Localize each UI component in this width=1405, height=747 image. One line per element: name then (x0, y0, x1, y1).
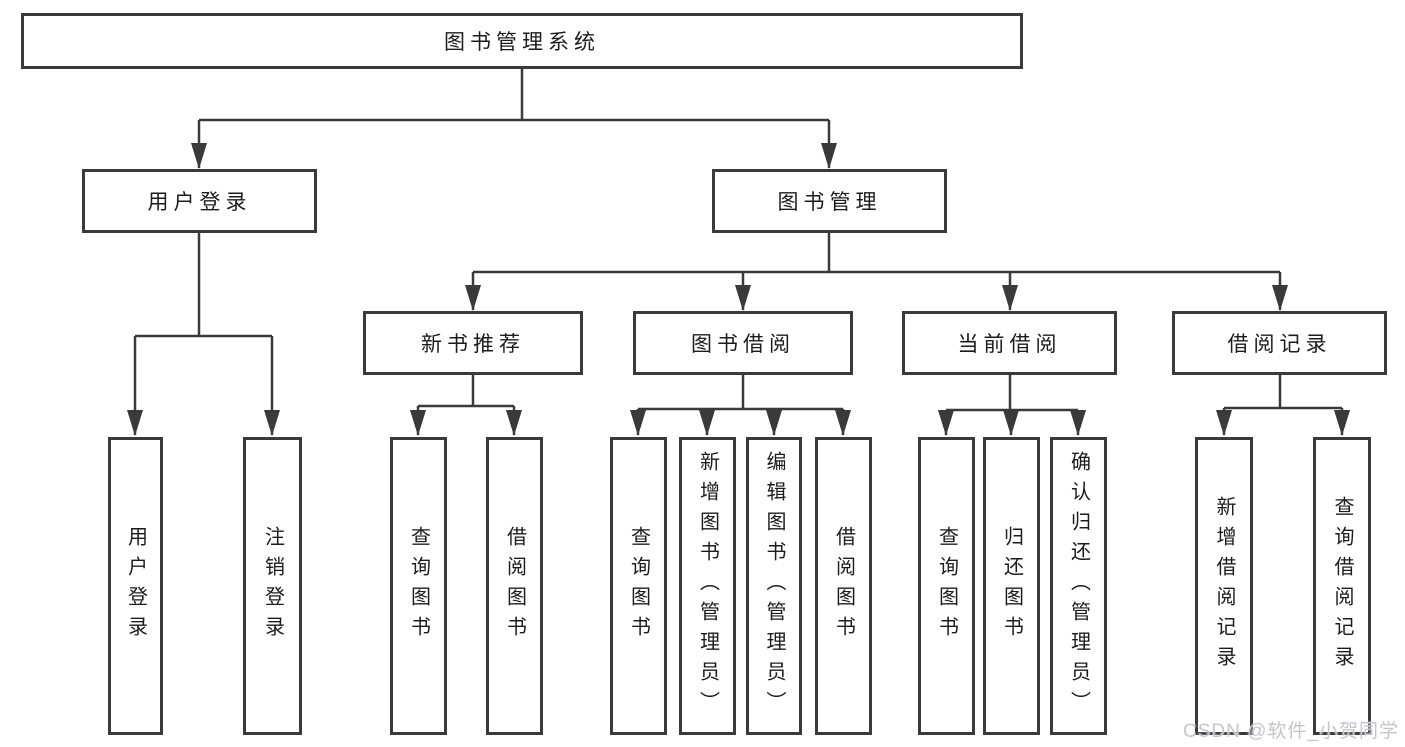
node-book-management: 图书管理 (712, 169, 947, 233)
leaf-confirm-return-admin-label: 确认归还（管理员） (1067, 451, 1090, 721)
connector-book-borrow (638, 375, 843, 411)
leaf-borrow-books-2: 借阅图书 (815, 437, 872, 735)
leaf-return-books: 归还图书 (983, 437, 1040, 735)
leaf-query-books-3: 查询图书 (918, 437, 975, 735)
leaf-return-books-label: 归还图书 (1000, 526, 1023, 646)
leaf-query-books-3-label: 查询图书 (935, 526, 958, 646)
leaf-borrow-books-1-label: 借阅图书 (503, 526, 526, 646)
connector-root (199, 69, 829, 122)
leaf-borrow-books-1: 借阅图书 (486, 437, 543, 735)
leaf-user-login: 用户登录 (108, 437, 163, 735)
leaf-confirm-return-admin: 确认归还（管理员） (1050, 437, 1107, 735)
leaf-add-borrow-record: 新增借阅记录 (1195, 437, 1253, 735)
leaf-query-books-2-label: 查询图书 (627, 526, 650, 646)
leaf-edit-book-admin-label: 编辑图书（管理员） (763, 451, 785, 721)
node-user-login: 用户登录 (82, 169, 317, 233)
watermark: CSDN @软件_小贺同学 (1183, 721, 1399, 742)
connector-borrow-records (1224, 375, 1342, 410)
leaf-query-borrow-record-label: 查询借阅记录 (1331, 496, 1353, 676)
connector-user-login (135, 233, 272, 338)
node-new-book-recommend: 新书推荐 (363, 311, 583, 375)
leaf-add-book-admin-label: 新增图书（管理员） (696, 451, 719, 721)
leaf-query-books-2: 查询图书 (610, 437, 667, 735)
leaf-query-borrow-record: 查询借阅记录 (1313, 437, 1371, 735)
leaf-edit-book-admin: 编辑图书（管理员） (746, 437, 802, 735)
node-current-borrow: 当前借阅 (902, 311, 1117, 375)
leaf-query-books-1-label: 查询图书 (407, 526, 430, 646)
node-book-borrow: 图书借阅 (633, 311, 853, 375)
connector-current-borrow (946, 375, 1078, 412)
leaf-add-book-admin: 新增图书（管理员） (679, 437, 736, 735)
leaf-logout-label: 注销登录 (261, 526, 284, 646)
leaf-add-borrow-record-label: 新增借阅记录 (1213, 496, 1235, 676)
connector-book-management (473, 233, 1280, 274)
leaf-logout: 注销登录 (243, 437, 302, 735)
leaf-borrow-books-2-label: 借阅图书 (832, 526, 855, 646)
node-borrow-records: 借阅记录 (1172, 311, 1387, 375)
connector-new-book-recommend (418, 375, 514, 408)
leaf-query-books-1: 查询图书 (390, 437, 447, 735)
leaf-user-login-label: 用户登录 (124, 526, 147, 646)
node-library-management-system: 图书管理系统 (21, 13, 1023, 69)
